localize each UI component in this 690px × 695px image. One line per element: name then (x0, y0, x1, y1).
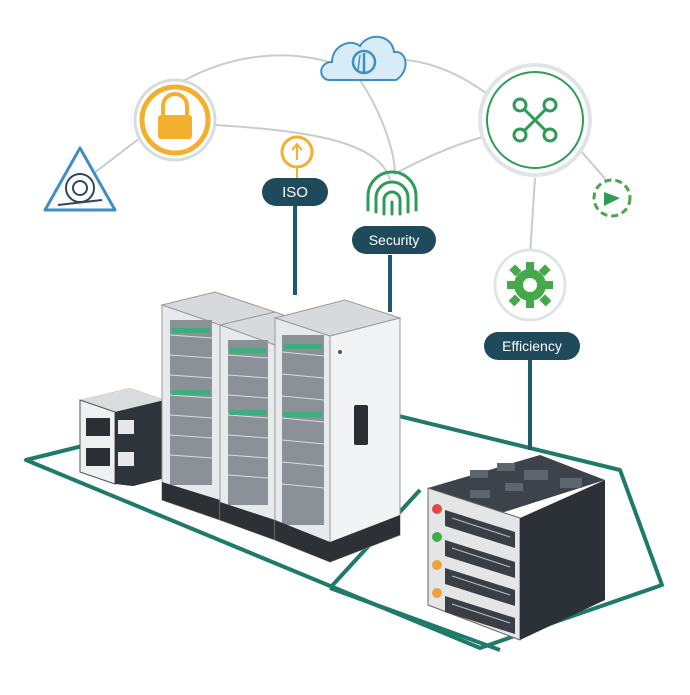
warning-triangle-icon (43, 146, 117, 212)
lock-icon (133, 78, 217, 162)
fingerprint-icon (366, 170, 418, 216)
server-rack-2 (218, 311, 332, 541)
connector-cloud-fingerprint (359, 79, 396, 176)
security-callout: Security (352, 226, 436, 254)
status-led-amber-1 (432, 560, 442, 570)
connector-fingerprint-network (397, 134, 491, 173)
status-led-amber-2 (432, 588, 442, 598)
iso-label: ISO (282, 184, 308, 201)
storage-server-unit (427, 455, 605, 641)
network-nodes-icon (478, 63, 592, 177)
connector-lock-fingerprint (214, 124, 391, 181)
security-label: Security (369, 232, 420, 248)
status-led-red (432, 504, 442, 514)
callout-stems (293, 205, 532, 450)
drive-bays (445, 510, 515, 634)
cloud-icon (320, 36, 407, 81)
iso-callout: ISO (262, 178, 328, 206)
efficiency-callout: Efficiency (484, 332, 580, 360)
connector-network-shield (579, 149, 609, 183)
shield-gear-icon (592, 178, 632, 218)
server-rack-1 (160, 291, 277, 521)
server-rack-cluster (160, 291, 402, 563)
bulb-icon (280, 135, 314, 178)
floor-divider-3 (329, 586, 501, 652)
network-switch-unit (79, 388, 165, 486)
gear-icon (493, 248, 567, 322)
status-led-green (432, 532, 442, 542)
connector-network-gear (529, 177, 536, 256)
rack-door-handle (354, 405, 368, 445)
efficiency-label: Efficiency (502, 338, 562, 354)
server-rack-3 (273, 299, 402, 563)
